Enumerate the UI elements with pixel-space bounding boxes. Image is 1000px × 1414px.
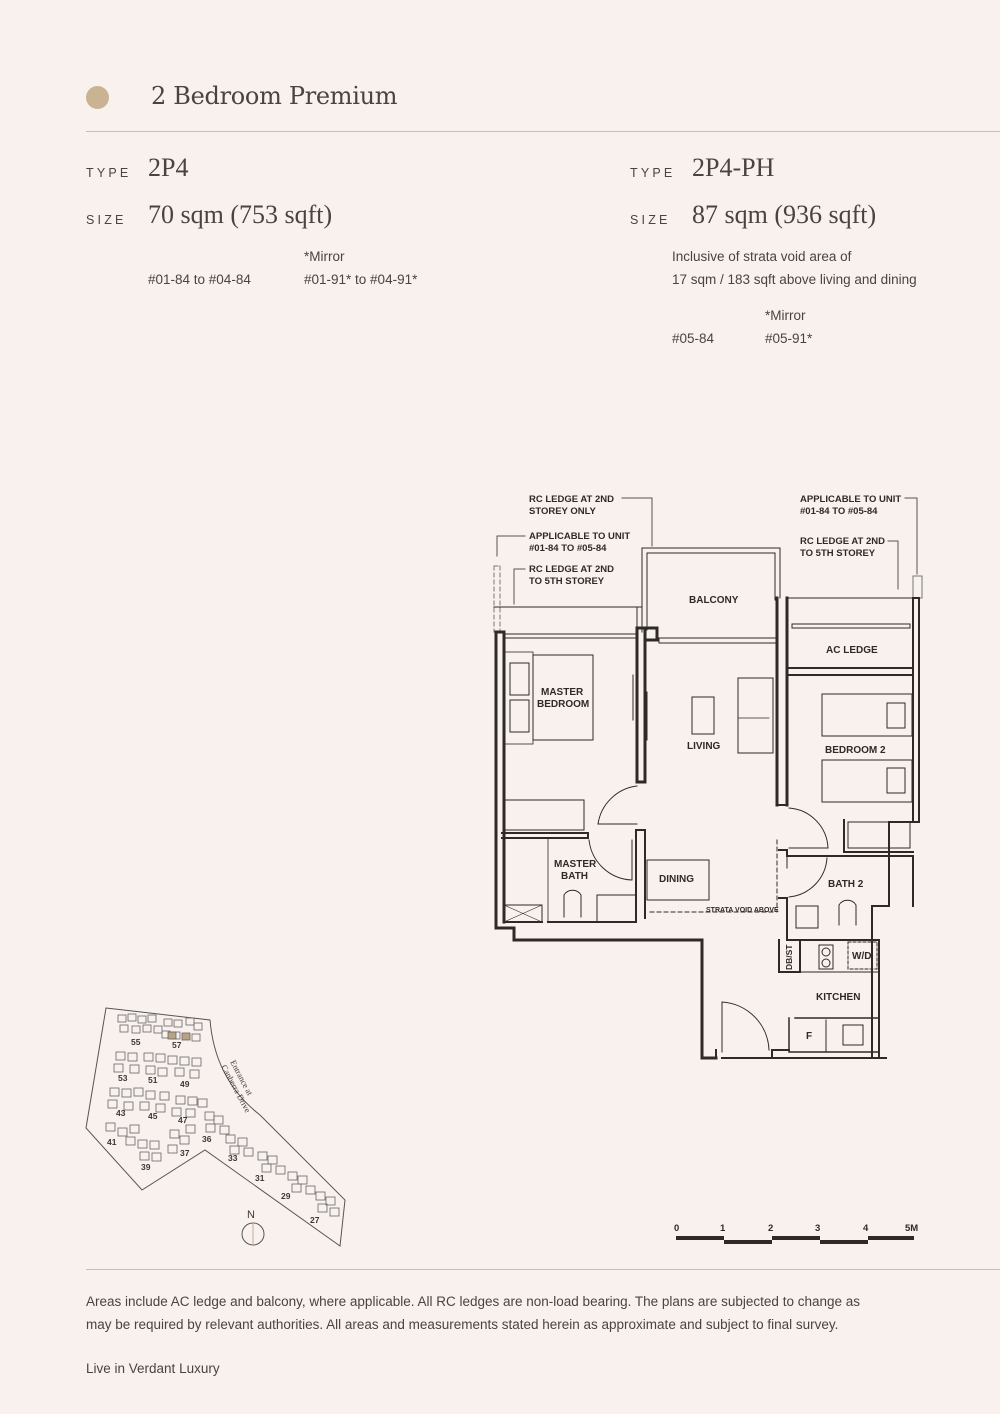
- strata-note-line2: 17 sqm / 183 sqft above living and dinin…: [672, 272, 917, 287]
- svg-text:DINING: DINING: [659, 874, 694, 885]
- svg-text:AC LEDGE: AC LEDGE: [826, 645, 878, 656]
- svg-text:45: 45: [148, 1111, 158, 1121]
- type-value: 2P4-PH: [692, 153, 775, 182]
- size-label: SIZE: [630, 213, 671, 227]
- svg-text:BEDROOM 2: BEDROOM 2: [825, 745, 886, 756]
- svg-text:49: 49: [180, 1079, 190, 1089]
- svg-text:4: 4: [863, 1223, 869, 1234]
- svg-text:STOREY ONLY: STOREY ONLY: [529, 506, 597, 517]
- svg-text:39: 39: [141, 1162, 151, 1172]
- svg-text:BATH 2: BATH 2: [828, 879, 864, 890]
- footer-divider: [86, 1269, 1000, 1270]
- unit-range: #01-84 to #04-84: [148, 272, 251, 287]
- svg-text:MASTER: MASTER: [554, 859, 597, 870]
- strata-note-line1: Inclusive of strata void area of: [672, 249, 852, 264]
- svg-text:5M: 5M: [905, 1223, 918, 1234]
- mirror-label: *Mirror: [304, 249, 345, 264]
- disclaimer-line2: may be required by relevant authorities.…: [86, 1317, 839, 1332]
- svg-text:LIVING: LIVING: [687, 741, 721, 752]
- svg-text:55: 55: [131, 1037, 141, 1047]
- svg-text:BATH: BATH: [561, 871, 588, 882]
- svg-text:41: 41: [107, 1137, 117, 1147]
- svg-text:29: 29: [281, 1191, 291, 1201]
- svg-text:0: 0: [674, 1223, 679, 1234]
- svg-text:2: 2: [768, 1223, 773, 1234]
- svg-text:53: 53: [118, 1073, 128, 1083]
- svg-text:F: F: [806, 1031, 812, 1042]
- svg-text:STRATA VOID ABOVE: STRATA VOID ABOVE: [706, 907, 779, 914]
- size-value: 70 sqm (753 sqft): [148, 200, 333, 229]
- svg-text:W/D: W/D: [852, 951, 871, 962]
- svg-text:APPLICABLE TO UNIT: APPLICABLE TO UNIT: [529, 531, 630, 542]
- svg-text:TO 5TH STOREY: TO 5TH STOREY: [529, 576, 605, 587]
- svg-text:27: 27: [310, 1215, 320, 1225]
- svg-text:BALCONY: BALCONY: [689, 595, 739, 606]
- svg-text:APPLICABLE TO UNIT: APPLICABLE TO UNIT: [800, 494, 901, 505]
- svg-text:MASTER: MASTER: [541, 687, 584, 698]
- svg-text:KITCHEN: KITCHEN: [816, 992, 860, 1003]
- accent-dot-icon: [86, 86, 109, 109]
- disclaimer-line1: Areas include AC ledge and balcony, wher…: [86, 1294, 861, 1309]
- north-label: N: [247, 1209, 255, 1221]
- tagline: Live in Verdant Luxury: [86, 1361, 220, 1376]
- svg-text:RC LEDGE AT 2ND: RC LEDGE AT 2ND: [529, 494, 614, 505]
- svg-text:31: 31: [255, 1173, 265, 1183]
- type-value: 2P4: [148, 153, 189, 182]
- svg-text:RC LEDGE AT 2ND: RC LEDGE AT 2ND: [800, 536, 885, 547]
- mirror-range: #01-91* to #04-91*: [304, 272, 418, 287]
- page-title: 2 Bedroom Premium: [151, 82, 398, 110]
- highlighted-unit-block: [181, 1032, 191, 1041]
- svg-text:TO 5TH STOREY: TO 5TH STOREY: [800, 548, 876, 559]
- svg-text:1: 1: [720, 1223, 726, 1234]
- svg-text:DB/ST: DB/ST: [784, 944, 794, 970]
- svg-text:#01-84 TO #05-84: #01-84 TO #05-84: [800, 506, 878, 517]
- svg-text:37: 37: [180, 1148, 190, 1158]
- size-value: 87 sqm (936 sqft): [692, 200, 877, 229]
- svg-text:33: 33: [228, 1153, 238, 1163]
- svg-text:51: 51: [148, 1075, 158, 1085]
- svg-text:3: 3: [815, 1223, 820, 1234]
- svg-text:57: 57: [172, 1040, 182, 1050]
- svg-text:47: 47: [178, 1115, 188, 1125]
- svg-text:#01-84 TO #05-84: #01-84 TO #05-84: [529, 543, 607, 554]
- highlighted-unit-block: [167, 1031, 177, 1040]
- mirror-range: #05-91*: [765, 331, 813, 346]
- svg-text:RC LEDGE AT 2ND: RC LEDGE AT 2ND: [529, 564, 614, 575]
- unit-range: #05-84: [672, 331, 715, 346]
- type-label: TYPE: [630, 166, 676, 180]
- mirror-label: *Mirror: [765, 308, 806, 323]
- svg-text:36: 36: [202, 1134, 212, 1144]
- header-divider: [86, 131, 1000, 132]
- svg-text:43: 43: [116, 1108, 126, 1118]
- type-label: TYPE: [86, 166, 132, 180]
- disclaimer: Areas include AC ledge and balcony, wher…: [86, 1290, 946, 1336]
- scale-bar: 0 1 2 3 4 5M: [674, 1223, 918, 1244]
- svg-text:BEDROOM: BEDROOM: [537, 699, 589, 710]
- size-label: SIZE: [86, 213, 127, 227]
